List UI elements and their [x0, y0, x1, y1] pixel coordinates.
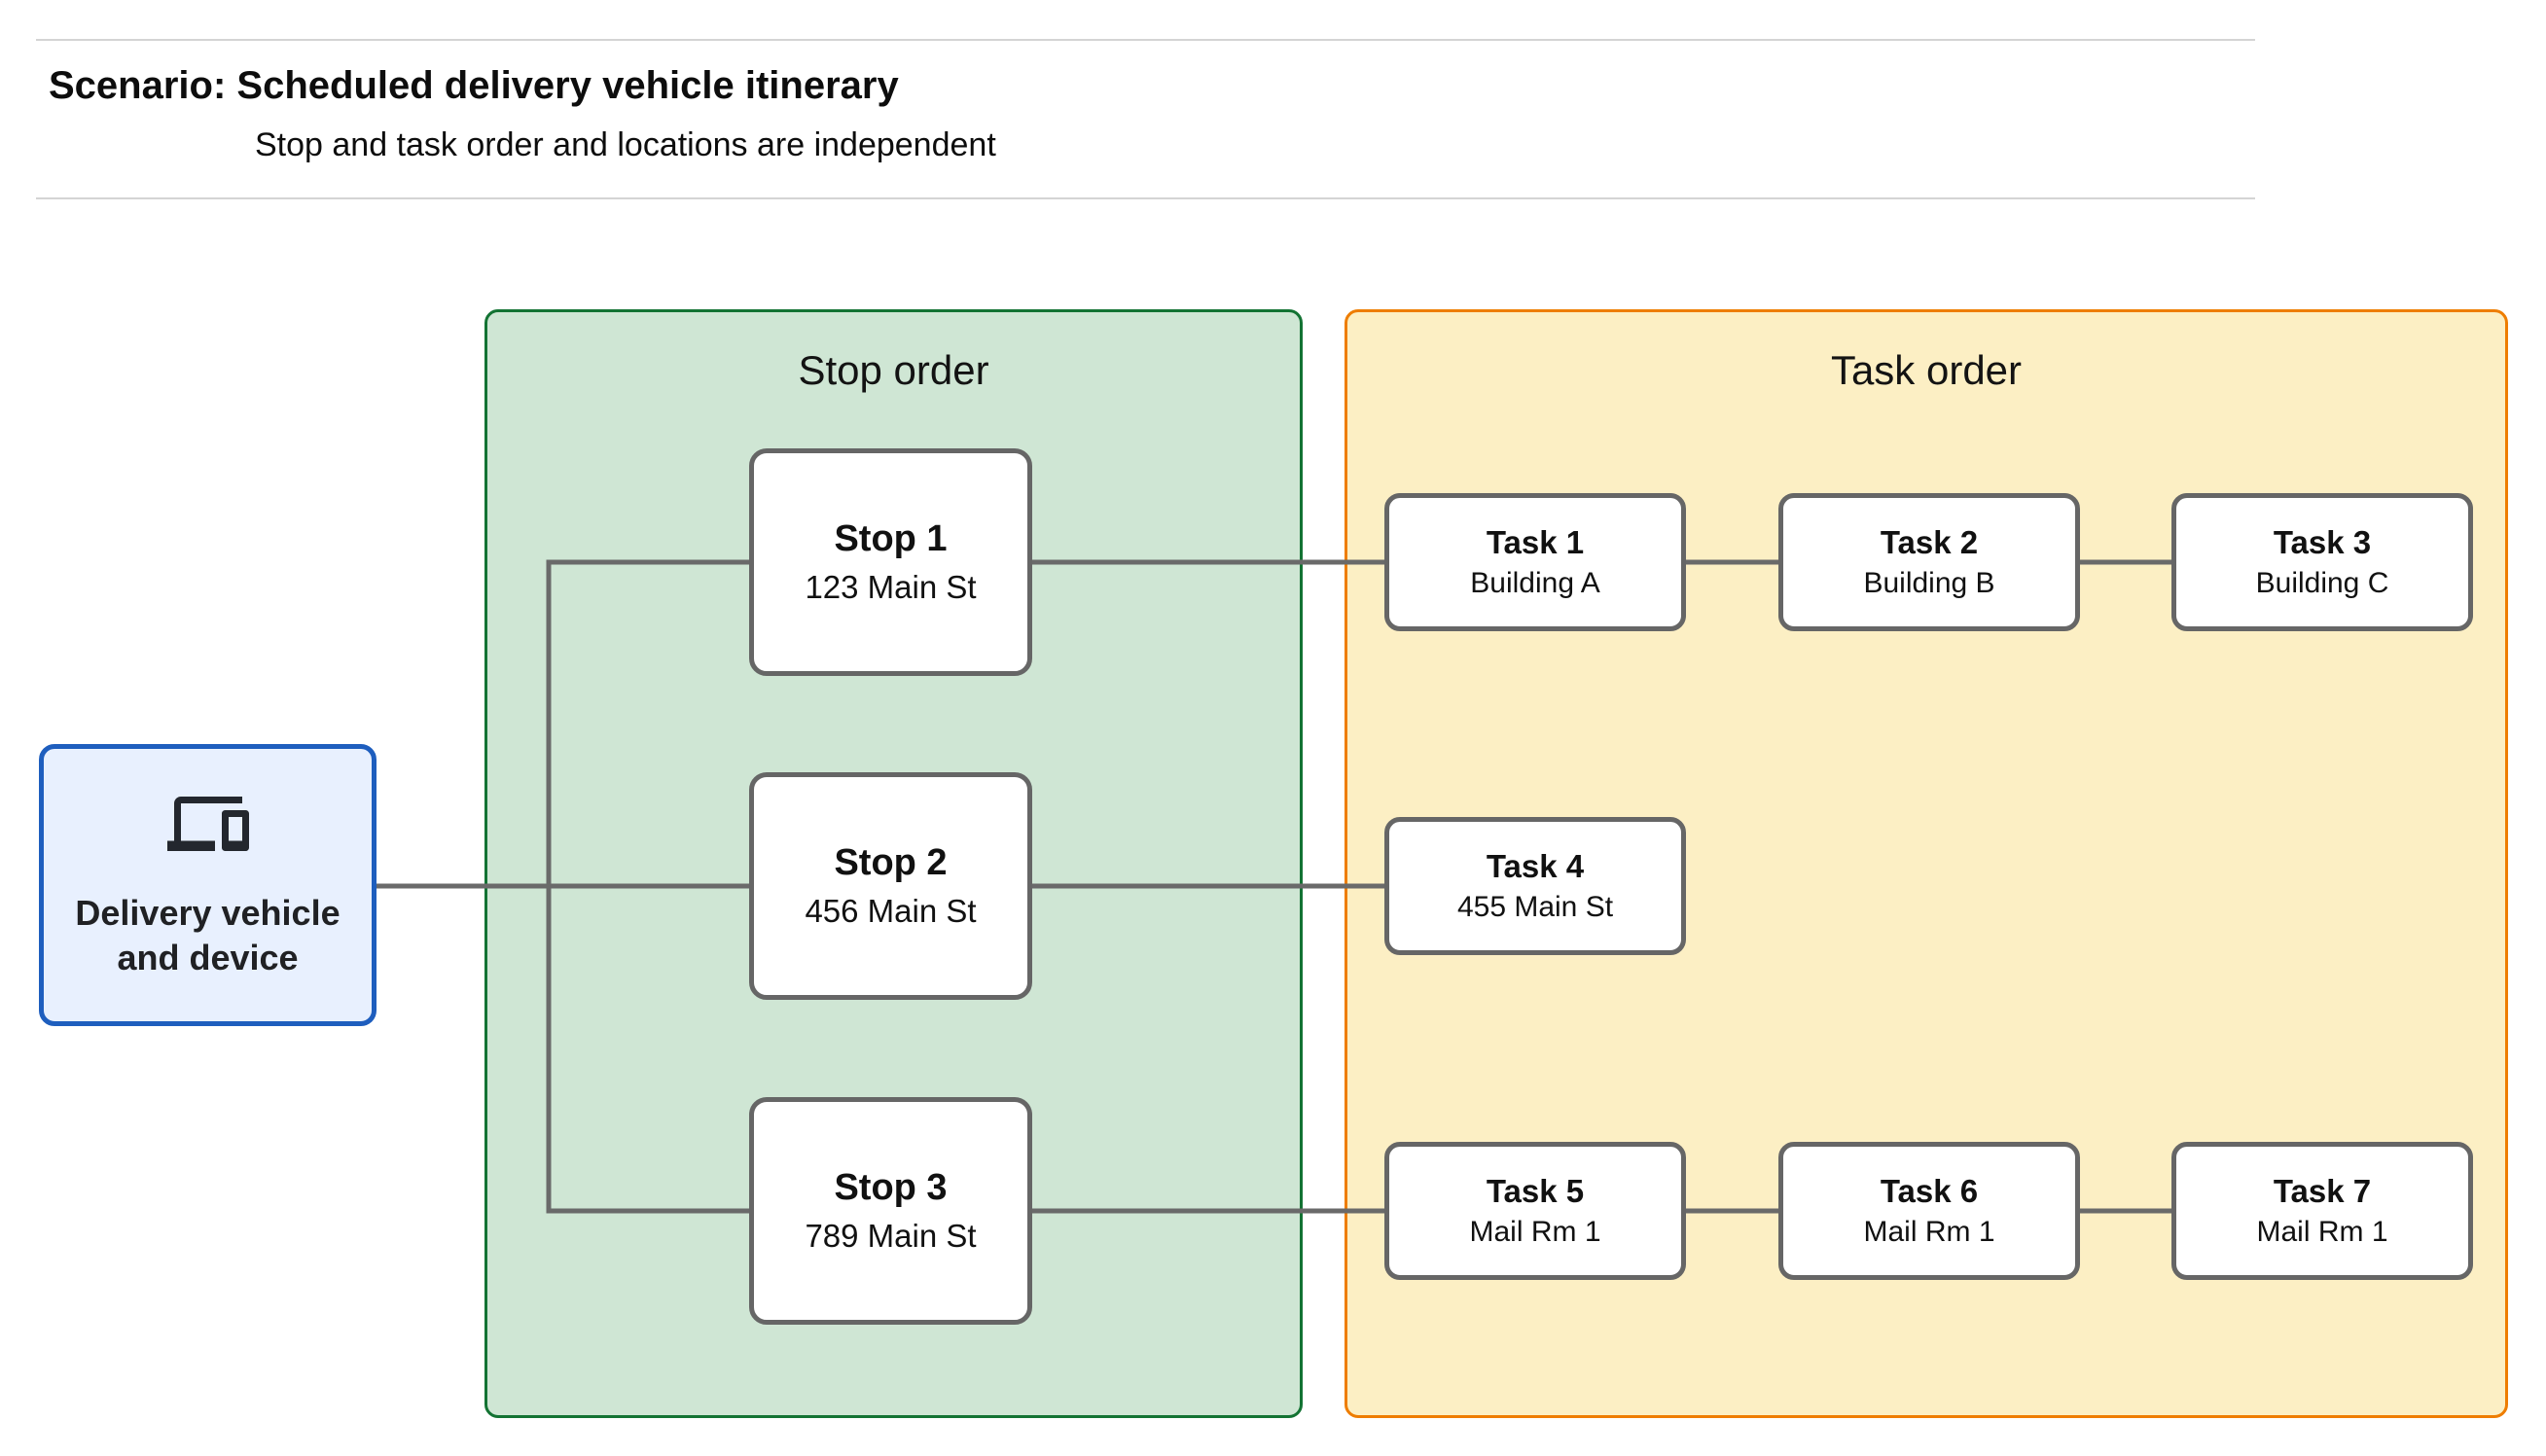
page-subtitle: Stop and task order and locations are in…: [255, 126, 996, 163]
task-7-name: Task 7: [2273, 1173, 2372, 1209]
task-4-location: 455 Main St: [1456, 891, 1614, 923]
stop-2-name: Stop 2: [834, 842, 948, 883]
stop-order-panel-title: Stop order: [798, 347, 989, 393]
top-divider: [36, 39, 2255, 41]
task-2-node: Task 2 Building B: [1778, 493, 2080, 631]
task-7-location: Mail Rm 1: [2256, 1216, 2388, 1248]
task-4-node: Task 4 455 Main St: [1384, 817, 1686, 955]
task-6-node: Task 6 Mail Rm 1: [1778, 1142, 2080, 1280]
vehicle-label-line2: and device: [117, 938, 299, 977]
task-order-panel-title: Task order: [1830, 347, 2023, 393]
task-2-name: Task 2: [1880, 524, 1979, 560]
task-7-node: Task 7 Mail Rm 1: [2171, 1142, 2473, 1280]
task-3-location: Building C: [2255, 567, 2389, 599]
task-5-node: Task 5 Mail Rm 1: [1384, 1142, 1686, 1280]
page-title: Scenario: Scheduled delivery vehicle iti…: [49, 64, 899, 107]
stop-2-node: Stop 2 456 Main St: [749, 772, 1032, 1000]
vehicle-node-label: Delivery vehicle and device: [75, 891, 340, 979]
stop-1-node: Stop 1 123 Main St: [749, 448, 1032, 676]
task-5-name: Task 5: [1486, 1173, 1585, 1209]
task-4-name: Task 4: [1486, 848, 1585, 884]
stop-2-location: 456 Main St: [805, 893, 977, 929]
task-2-location: Building B: [1863, 567, 1995, 599]
task-6-name: Task 6: [1880, 1173, 1979, 1209]
task-6-location: Mail Rm 1: [1863, 1216, 1995, 1248]
header-divider: [36, 197, 2255, 199]
stop-3-location: 789 Main St: [805, 1218, 977, 1254]
task-1-location: Building A: [1470, 567, 1600, 599]
stop-1-name: Stop 1: [834, 518, 948, 559]
stop-3-node: Stop 3 789 Main St: [749, 1097, 1032, 1325]
task-1-node: Task 1 Building A: [1384, 493, 1686, 631]
task-3-name: Task 3: [2273, 524, 2372, 560]
devices-icon: [166, 797, 249, 852]
stop-3-name: Stop 3: [834, 1167, 948, 1208]
task-5-location: Mail Rm 1: [1469, 1216, 1601, 1248]
vehicle-label-line1: Delivery vehicle: [75, 893, 341, 934]
task-3-node: Task 3 Building C: [2171, 493, 2473, 631]
stop-1-location: 123 Main St: [805, 569, 977, 605]
delivery-vehicle-node: Delivery vehicle and device: [39, 744, 377, 1026]
task-1-name: Task 1: [1486, 524, 1585, 560]
